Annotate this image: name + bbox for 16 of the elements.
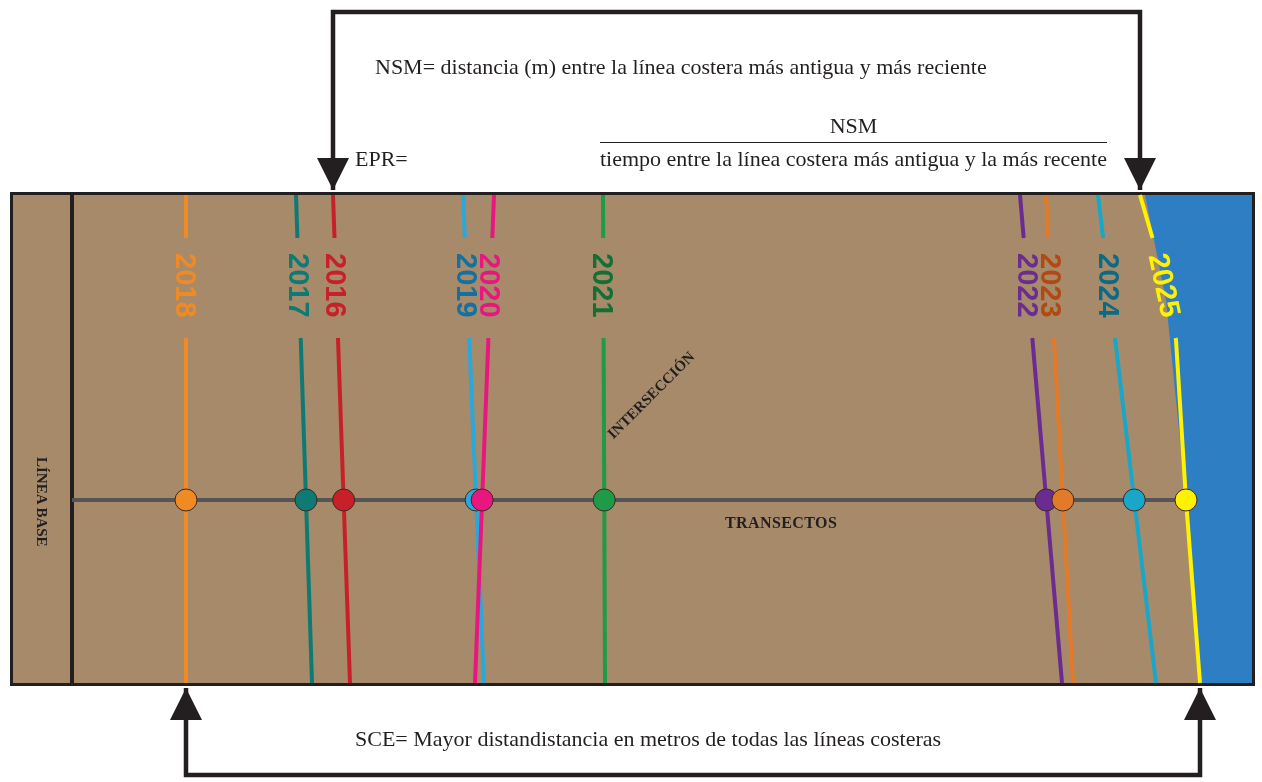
map-panel (10, 192, 1255, 686)
baseline-label: LÍNEA BASE (32, 457, 51, 547)
transect-label: TRANSECTOS (725, 513, 838, 533)
formula-text: SCE= Mayor distandistancia en metros de todas las líneas costeras (355, 725, 942, 753)
bracket-arrow (170, 688, 1216, 778)
fraction-numerator: NSM (829, 112, 878, 140)
formula-text: EPR= (355, 145, 408, 173)
bracket-arrow (317, 9, 1156, 190)
fraction-denominator: tiempo entre la línea costera más antigua y la más recente (600, 145, 1107, 173)
year-label: 2021 (588, 253, 618, 318)
year-label: 2016 (321, 253, 351, 318)
formula-text: NSM= distancia (m) entre la línea costera más antigua y más reciente (375, 53, 987, 81)
year-label: 2024 (1094, 253, 1124, 318)
year-label: 2018 (171, 253, 200, 318)
year-label: 2017 (284, 253, 314, 318)
year-label: 2025 (1143, 250, 1186, 320)
